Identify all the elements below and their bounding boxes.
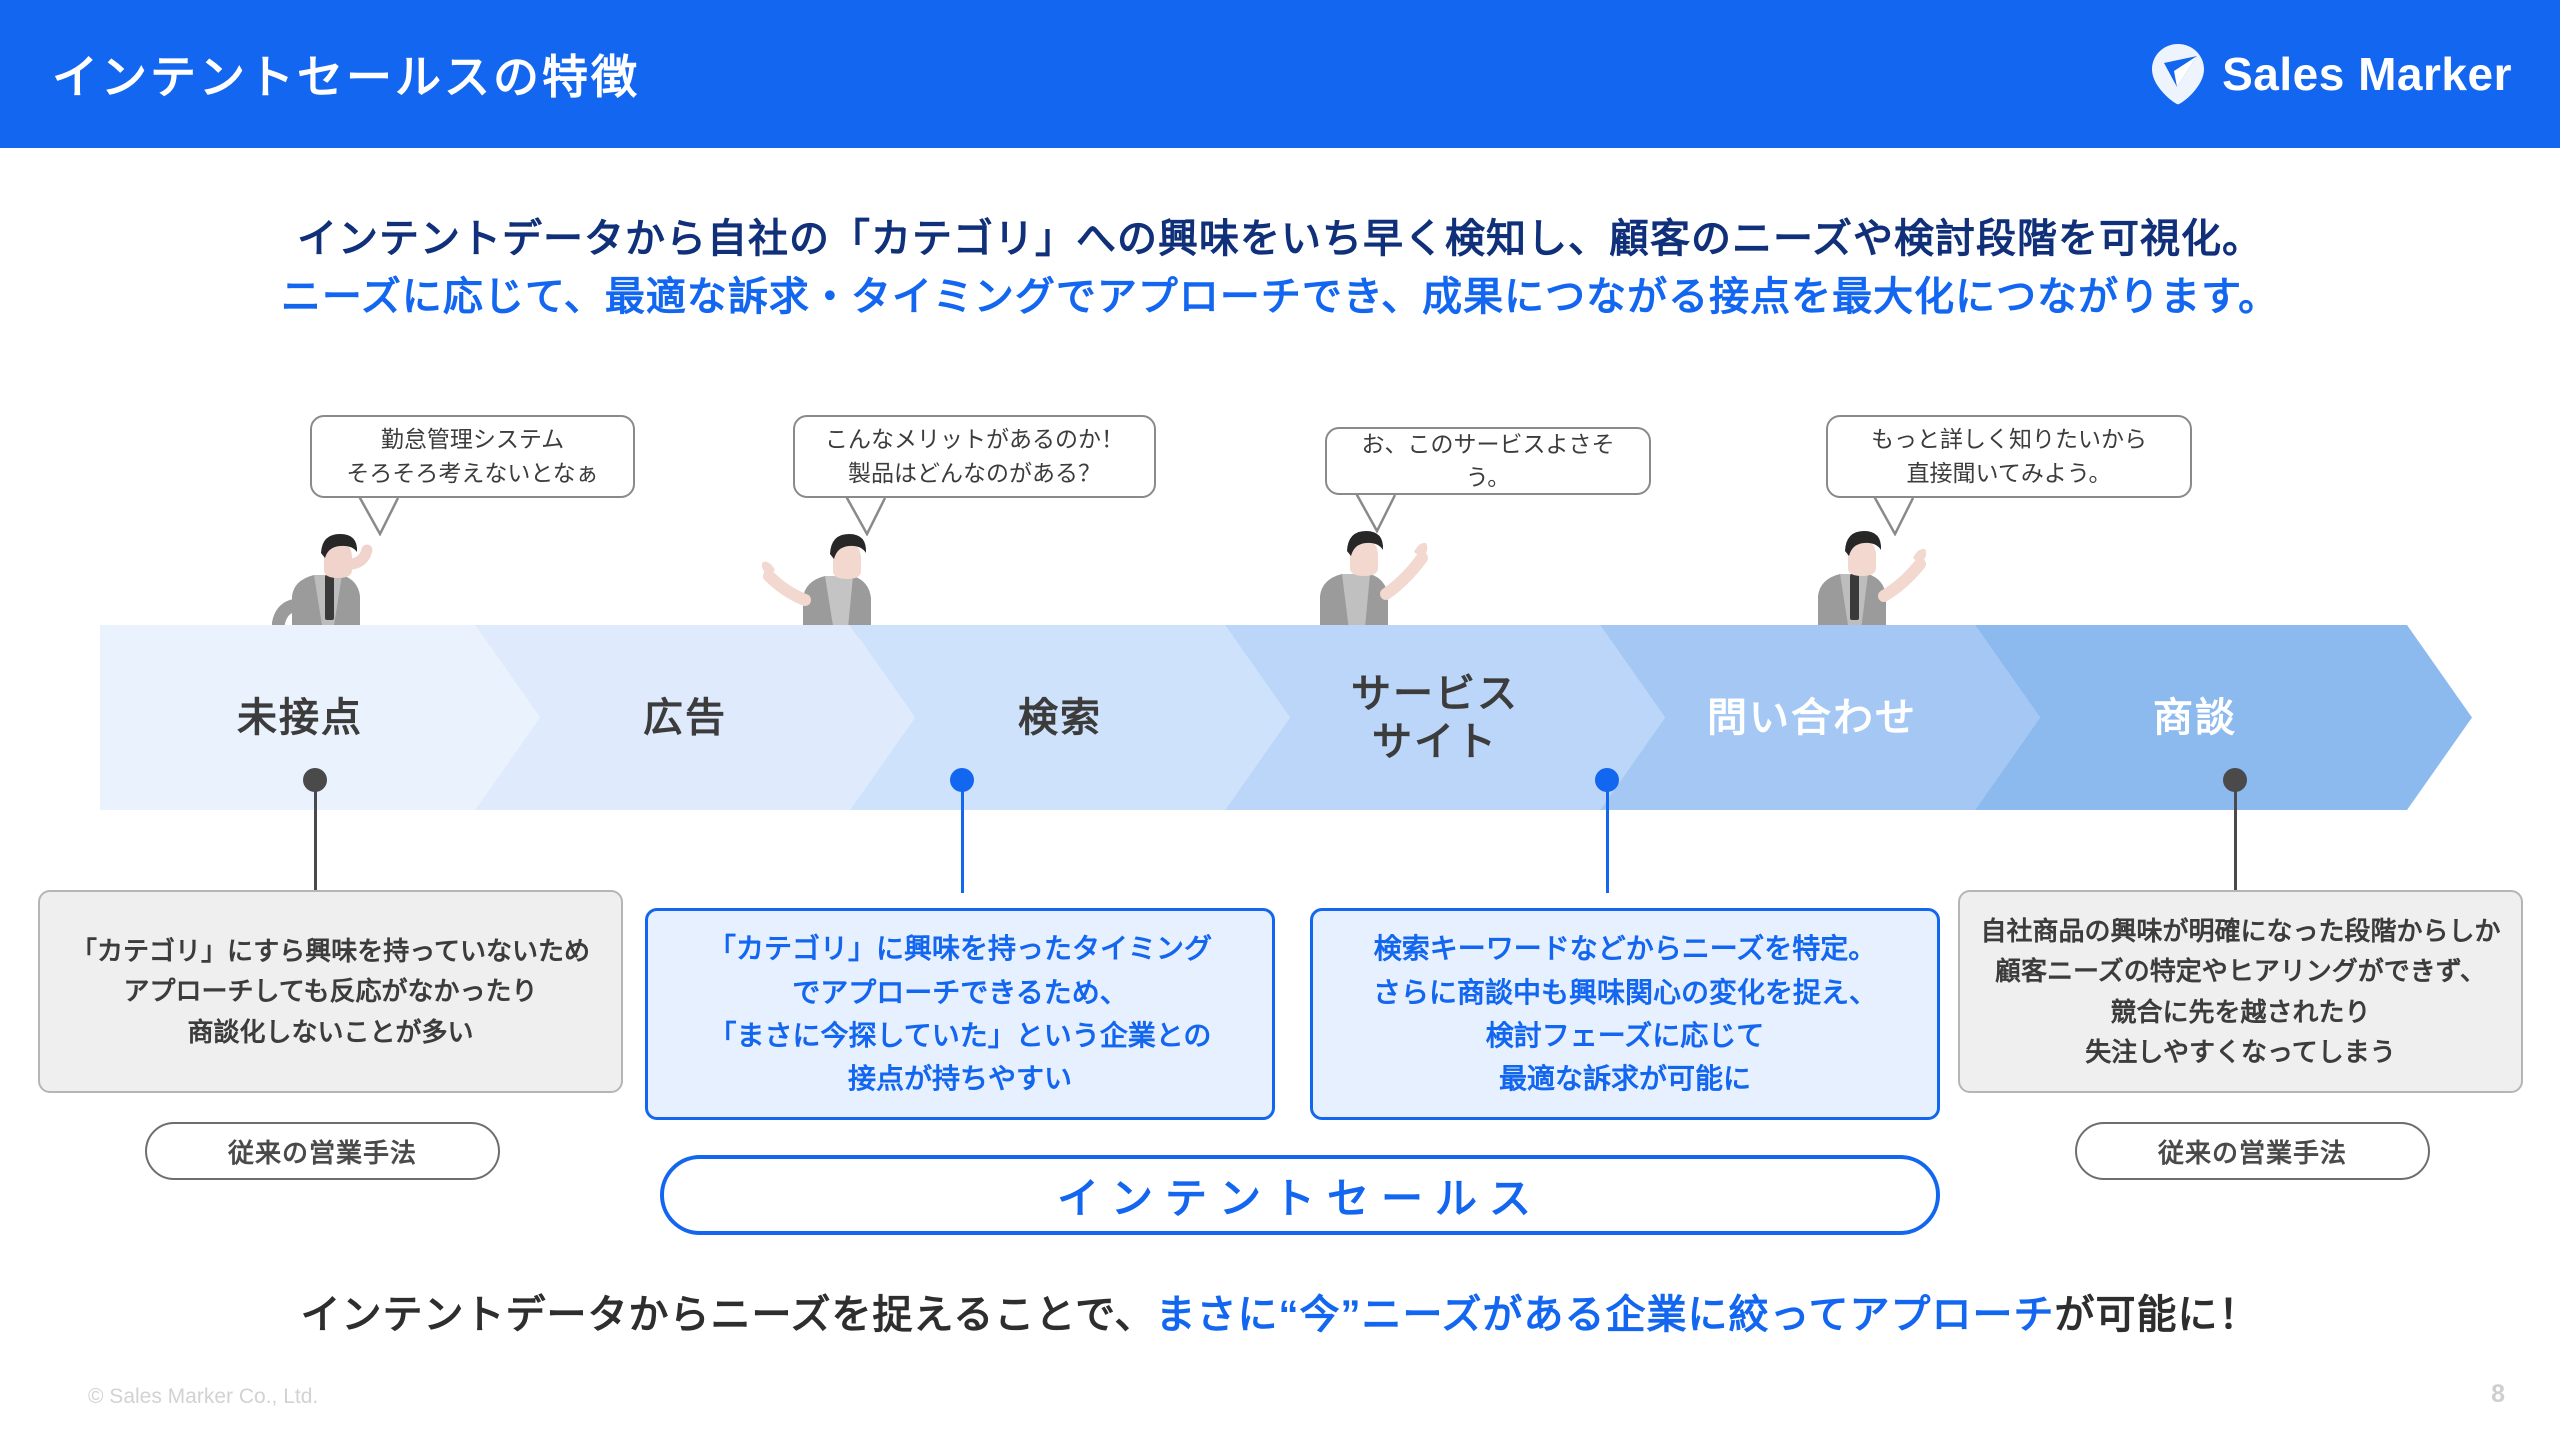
legacy-method-pill-right-label: 従来の営業手法 xyxy=(2157,1137,2347,1168)
description-box-2-line-4: 接点が持ちやすい xyxy=(847,1063,1072,1095)
funnel-stage-6[interactable] xyxy=(1975,625,2472,810)
slide-header: インテントセールスの特徴 Sales Marker xyxy=(0,0,2560,148)
funnel-stage-4[interactable] xyxy=(1225,625,1665,810)
brand-logo: Sales Marker xyxy=(2150,43,2512,105)
description-box-4-line-2: 顧客ニーズの特定やヒアリングができず、 xyxy=(1995,956,2486,987)
lead-line-2: ニーズに応じて、最適な訴求・タイミングでアプローチでき、成果につながる接点を最大… xyxy=(280,275,2280,319)
page-title: インテントセールスの特徴 xyxy=(52,51,640,103)
bottom-statement-highlight: まさに“今”ニーズがある企業に絞ってアプローチ xyxy=(1155,1293,2055,1337)
speech-bubble-3-line-1: お、このサービスよさそう。 xyxy=(1361,430,1615,490)
connector-stem-3 xyxy=(1606,788,1609,893)
description-box-1-line-1: 「カテゴリ」にすら興味を持っていないため xyxy=(71,936,590,967)
legacy-method-pill-left: 従来の営業手法 xyxy=(145,1122,500,1180)
copyright-text: © Sales Marker Co., Ltd. xyxy=(88,1385,319,1408)
legacy-method-pill-right: 従来の営業手法 xyxy=(2075,1122,2430,1180)
speech-bubble-2-line-1: こんなメリットがあるのか！ xyxy=(825,426,1124,453)
funnel-stages: 未接点 広告 検索 サービス サイト 問い合わせ xyxy=(100,625,2472,810)
speech-bubble-4-line-2: 直接聞いてみよう。 xyxy=(1906,459,2112,486)
funnel-stage-1[interactable] xyxy=(100,625,540,810)
funnel-stage-5[interactable] xyxy=(1600,625,2040,810)
speech-bubble-4-line-1: もっと詳しく知りたいから xyxy=(1871,426,2147,453)
speech-bubble-2: こんなメリットがあるのか！ 製品はどんなのがある？ xyxy=(793,415,1156,498)
description-box-2-line-3: 「まさに今探していた」という企業との xyxy=(708,1020,1212,1051)
location-pin-check-icon xyxy=(2150,43,2206,105)
speech-bubble-3: お、このサービスよさそう。 xyxy=(1325,427,1651,495)
funnel-stage-3[interactable] xyxy=(850,625,1290,810)
funnel-stage-2[interactable] xyxy=(475,625,915,810)
speech-bubble-2-line-2: 製品はどんなのがある？ xyxy=(848,459,1101,486)
intent-sales-pill-label: インテントセールス xyxy=(1056,1174,1543,1222)
connector-stem-2 xyxy=(961,788,964,893)
description-box-2-line-2: でアプローチできるため、 xyxy=(792,976,1128,1008)
bottom-statement: インテントデータからニーズを捉えることで、まさに“今”ニーズがある企業に絞ってア… xyxy=(0,1282,2560,1340)
legacy-method-pill-left-label: 従来の営業手法 xyxy=(227,1137,417,1168)
description-box-1-line-3: 商談化しないことが多い xyxy=(187,1016,474,1047)
description-box-3-line-4: 最適な訴求が可能に xyxy=(1498,1063,1751,1095)
person-illustration-4 xyxy=(1818,531,1927,638)
bottom-statement-suffix: が可能に！ xyxy=(2054,1293,2260,1337)
speech-bubble-4-tail xyxy=(1873,497,1915,536)
speech-bubble-3-tail xyxy=(1355,494,1397,533)
speech-bubble-4: もっと詳しく知りたいから 直接聞いてみよう。 xyxy=(1826,415,2192,498)
description-box-3: 検索キーワードなどからニーズを特定。 さらに商談中も興味関心の変化を捉え、 検討… xyxy=(1310,908,1940,1120)
lead-copy: インテントデータから自社の「カテゴリ」への興味をいち早く検知し、顧客のニーズや検… xyxy=(0,210,2560,326)
lead-line-1: インテントデータから自社の「カテゴリ」への興味をいち早く検知し、顧客のニーズや検… xyxy=(297,217,2263,261)
speech-bubble-1-line-1: 勤怠管理システム xyxy=(380,426,565,453)
connector-stem-4 xyxy=(2234,788,2237,893)
description-box-4-line-4: 失注しやすくなってしまう xyxy=(2085,1036,2396,1067)
bottom-statement-prefix: インテントデータからニーズを捉えることで、 xyxy=(300,1293,1156,1337)
person-illustration-2 xyxy=(761,534,871,638)
description-box-3-line-2: さらに商談中も興味関心の変化を捉え、 xyxy=(1372,976,1877,1008)
speech-bubble-1-tail xyxy=(358,497,400,536)
description-box-4-line-3: 競合に先を越されたり xyxy=(2110,996,2371,1027)
description-box-4: 自社商品の興味が明確になった段階からしか 顧客ニーズの特定やヒアリングができず、… xyxy=(1958,890,2523,1093)
connector-stem-1 xyxy=(314,788,317,893)
speech-bubble-1-line-2: そろそろ考えないとなぁ xyxy=(346,459,599,486)
speech-bubble-1: 勤怠管理システム そろそろ考えないとなぁ xyxy=(310,415,635,498)
brand-name: Sales Marker xyxy=(2222,48,2512,100)
description-box-2: 「カテゴリ」に興味を持ったタイミング でアプローチできるため、 「まさに今探して… xyxy=(645,908,1275,1120)
intent-sales-pill: インテントセールス xyxy=(660,1155,1940,1235)
page-number: 8 xyxy=(2491,1380,2505,1408)
person-illustration-3 xyxy=(1320,531,1428,638)
description-box-3-line-3: 検討フェーズに応じて xyxy=(1485,1020,1765,1051)
description-box-3-line-1: 検索キーワードなどからニーズを特定。 xyxy=(1373,933,1877,965)
description-box-1: 「カテゴリ」にすら興味を持っていないため アプローチしても反応がなかったり 商談… xyxy=(38,890,623,1093)
description-box-1-line-2: アプローチしても反応がなかったり xyxy=(123,976,538,1007)
description-box-4-line-1: 自社商品の興味が明確になった段階からしか xyxy=(1980,915,2501,946)
description-box-2-line-1: 「カテゴリ」に興味を持ったタイミング xyxy=(707,933,1212,965)
person-illustration-1 xyxy=(272,534,373,638)
speech-bubble-2-tail xyxy=(845,497,887,536)
